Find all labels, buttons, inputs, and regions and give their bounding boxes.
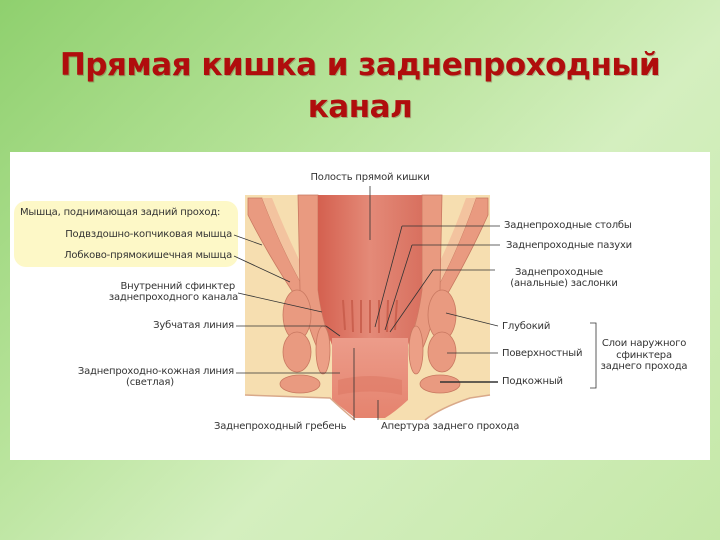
label-external-sphincter-3: заднего прохода <box>600 361 688 372</box>
label-anocutaneous-line-2: (светлая) <box>126 377 174 388</box>
label-deep: Глубокий <box>502 321 551 332</box>
label-anal-sinuses: Заднепроходные пазухи <box>506 240 632 251</box>
label-external-sphincter-1: Слои наружного <box>601 338 687 349</box>
label-puborectalis: Лобково-прямокишечная мышца <box>64 250 232 261</box>
title-line-1: Прямая кишка и заднепроходный <box>59 47 661 83</box>
levator-highlight-box <box>14 201 238 267</box>
label-anal-pecten: Заднепроходный гребень <box>214 421 347 432</box>
label-anal-columns: Заднепроходные столбы <box>504 220 632 231</box>
label-levator-ani-header: Мышца, поднимающая задний проход: <box>20 207 221 218</box>
title-line-2: канал <box>307 89 413 125</box>
label-superficial: Поверхностный <box>502 348 583 359</box>
label-anal-aperture: Апертура заднего прохода <box>381 421 520 432</box>
label-external-sphincter-2: сфинктера <box>616 350 672 361</box>
label-subcutaneous: Подкожный <box>502 376 563 387</box>
label-dentate-line: Зубчатая линия <box>153 320 234 331</box>
label-anal-valves-2: (анальные) заслонки <box>510 278 618 289</box>
label-rectal-cavity: Полость прямой кишки <box>310 172 430 183</box>
label-internal-sphincter-2: заднепроходного канала <box>108 292 238 303</box>
label-anal-valves-1: Заднепроходные <box>515 267 603 278</box>
page-title: Прямая кишка и заднепроходный канал <box>0 44 720 128</box>
label-anocutaneous-line-1: Заднепроходно-кожная линия <box>77 366 234 377</box>
label-internal-sphincter-1: Внутренний сфинктер <box>120 281 235 292</box>
label-iliococcygeus: Подвздошно-копчиковая мышца <box>65 229 232 240</box>
